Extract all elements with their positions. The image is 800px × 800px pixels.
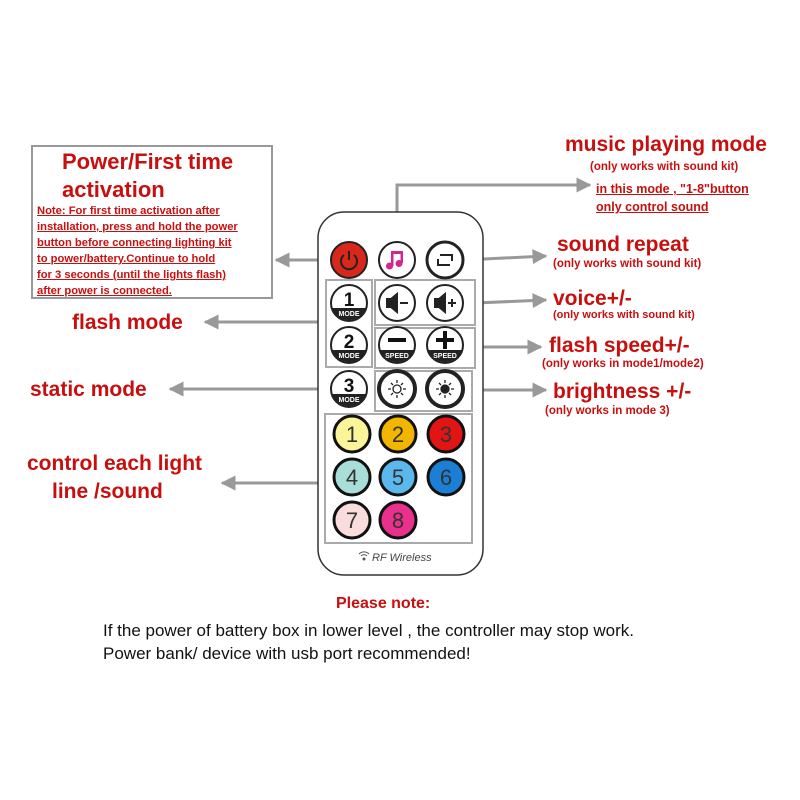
sound-repeat-sub: (only works with sound kit) bbox=[553, 258, 702, 270]
brightness-title: brightness +/- bbox=[553, 380, 692, 403]
voice-sub: (only works with sound kit) bbox=[553, 309, 695, 321]
music-note-icon bbox=[386, 251, 403, 270]
music-mode-sub: (only works with sound kit) bbox=[590, 161, 739, 173]
speed-plus-button: SPEED bbox=[426, 326, 464, 364]
power-title-line1: Power/First time bbox=[62, 149, 234, 174]
speed-minus-button: SPEED bbox=[378, 326, 416, 364]
note-line2: Power bank/ device with usb port recomme… bbox=[103, 644, 471, 663]
color-button-label: 6 bbox=[440, 465, 452, 490]
speed-label: SPEED bbox=[385, 353, 409, 360]
rf-wireless-label: RF Wireless bbox=[372, 552, 432, 564]
control-label-line2: line /sound bbox=[52, 480, 163, 503]
color-button-5: 5 bbox=[378, 457, 418, 497]
color-button-label: 5 bbox=[392, 465, 404, 490]
please-note-heading: Please note: bbox=[336, 595, 431, 612]
control-label-line1: control each light bbox=[27, 452, 203, 475]
music-mode-title: music playing mode bbox=[565, 133, 767, 156]
flash-mode-label: flash mode bbox=[72, 311, 183, 334]
flash-speed-sub: (only works in mode1/mode2) bbox=[542, 358, 704, 370]
power-note-line: after power is connected. bbox=[37, 285, 172, 297]
color-button-label: 4 bbox=[346, 465, 358, 490]
color-button-1: 1 bbox=[332, 414, 372, 454]
power-note-line: button before connecting lighting kit bbox=[37, 237, 232, 249]
music-mode-note2: only control sound bbox=[596, 200, 709, 214]
power-note-line: to power/battery.Continue to hold bbox=[37, 253, 216, 265]
mode-label: MODE bbox=[339, 311, 360, 318]
color-button-6: 6 bbox=[426, 457, 466, 497]
speed-group-box bbox=[374, 327, 476, 369]
mode-number: 2 bbox=[344, 332, 355, 353]
power-info-box bbox=[31, 145, 273, 299]
color-button-label: 8 bbox=[392, 508, 404, 533]
brightness-down-button bbox=[377, 369, 417, 409]
sun-filled-icon bbox=[436, 380, 454, 398]
static-mode-label: static mode bbox=[30, 378, 147, 401]
volume-up-icon bbox=[434, 291, 456, 315]
color-button-8: 8 bbox=[378, 500, 418, 540]
voice-title: voice+/- bbox=[553, 287, 632, 310]
repeat-icon bbox=[437, 254, 453, 266]
mode-label: MODE bbox=[339, 353, 360, 360]
wifi-icon bbox=[358, 551, 370, 561]
voice-group-box bbox=[374, 279, 476, 326]
arrow-voice bbox=[474, 293, 548, 309]
sound-repeat-title: sound repeat bbox=[557, 233, 689, 256]
color-button-label: 2 bbox=[392, 422, 404, 447]
color-button-4: 4 bbox=[332, 457, 372, 497]
speed-label: SPEED bbox=[433, 353, 457, 360]
mode-label: MODE bbox=[339, 397, 360, 404]
color-button-2: 2 bbox=[378, 414, 418, 454]
sun-outline-icon bbox=[388, 380, 406, 398]
mode-number: 3 bbox=[344, 376, 355, 397]
mode-number: 1 bbox=[344, 290, 355, 311]
color-button-3: 3 bbox=[426, 414, 466, 454]
power-title-line2: activation bbox=[62, 177, 165, 202]
repeat-button bbox=[425, 240, 465, 280]
power-note-line: installation, press and hold the power bbox=[37, 221, 238, 233]
power-note-line: for 3 seconds (until the lights flash) bbox=[37, 269, 226, 281]
note-line1: If the power of battery box in lower lev… bbox=[103, 621, 635, 640]
mode-group-box bbox=[325, 279, 373, 368]
brightness-sub: (only works in mode 3) bbox=[545, 405, 670, 417]
flash-speed-title: flash speed+/- bbox=[549, 334, 690, 357]
music-mode-note1: in this mode , "1-8"button bbox=[596, 182, 749, 196]
volume-down-icon bbox=[386, 291, 408, 315]
brightness-group-box bbox=[374, 370, 473, 412]
color-group-box bbox=[324, 413, 473, 544]
music-button bbox=[378, 241, 416, 279]
color-button-label: 3 bbox=[440, 422, 452, 447]
power-icon bbox=[340, 251, 358, 271]
color-button-7: 7 bbox=[332, 500, 372, 540]
color-button-label: 1 bbox=[346, 422, 358, 447]
power-note-line: Note: For first time activation after bbox=[37, 205, 220, 217]
color-button-label: 7 bbox=[346, 508, 358, 533]
plus-icon bbox=[436, 331, 454, 349]
